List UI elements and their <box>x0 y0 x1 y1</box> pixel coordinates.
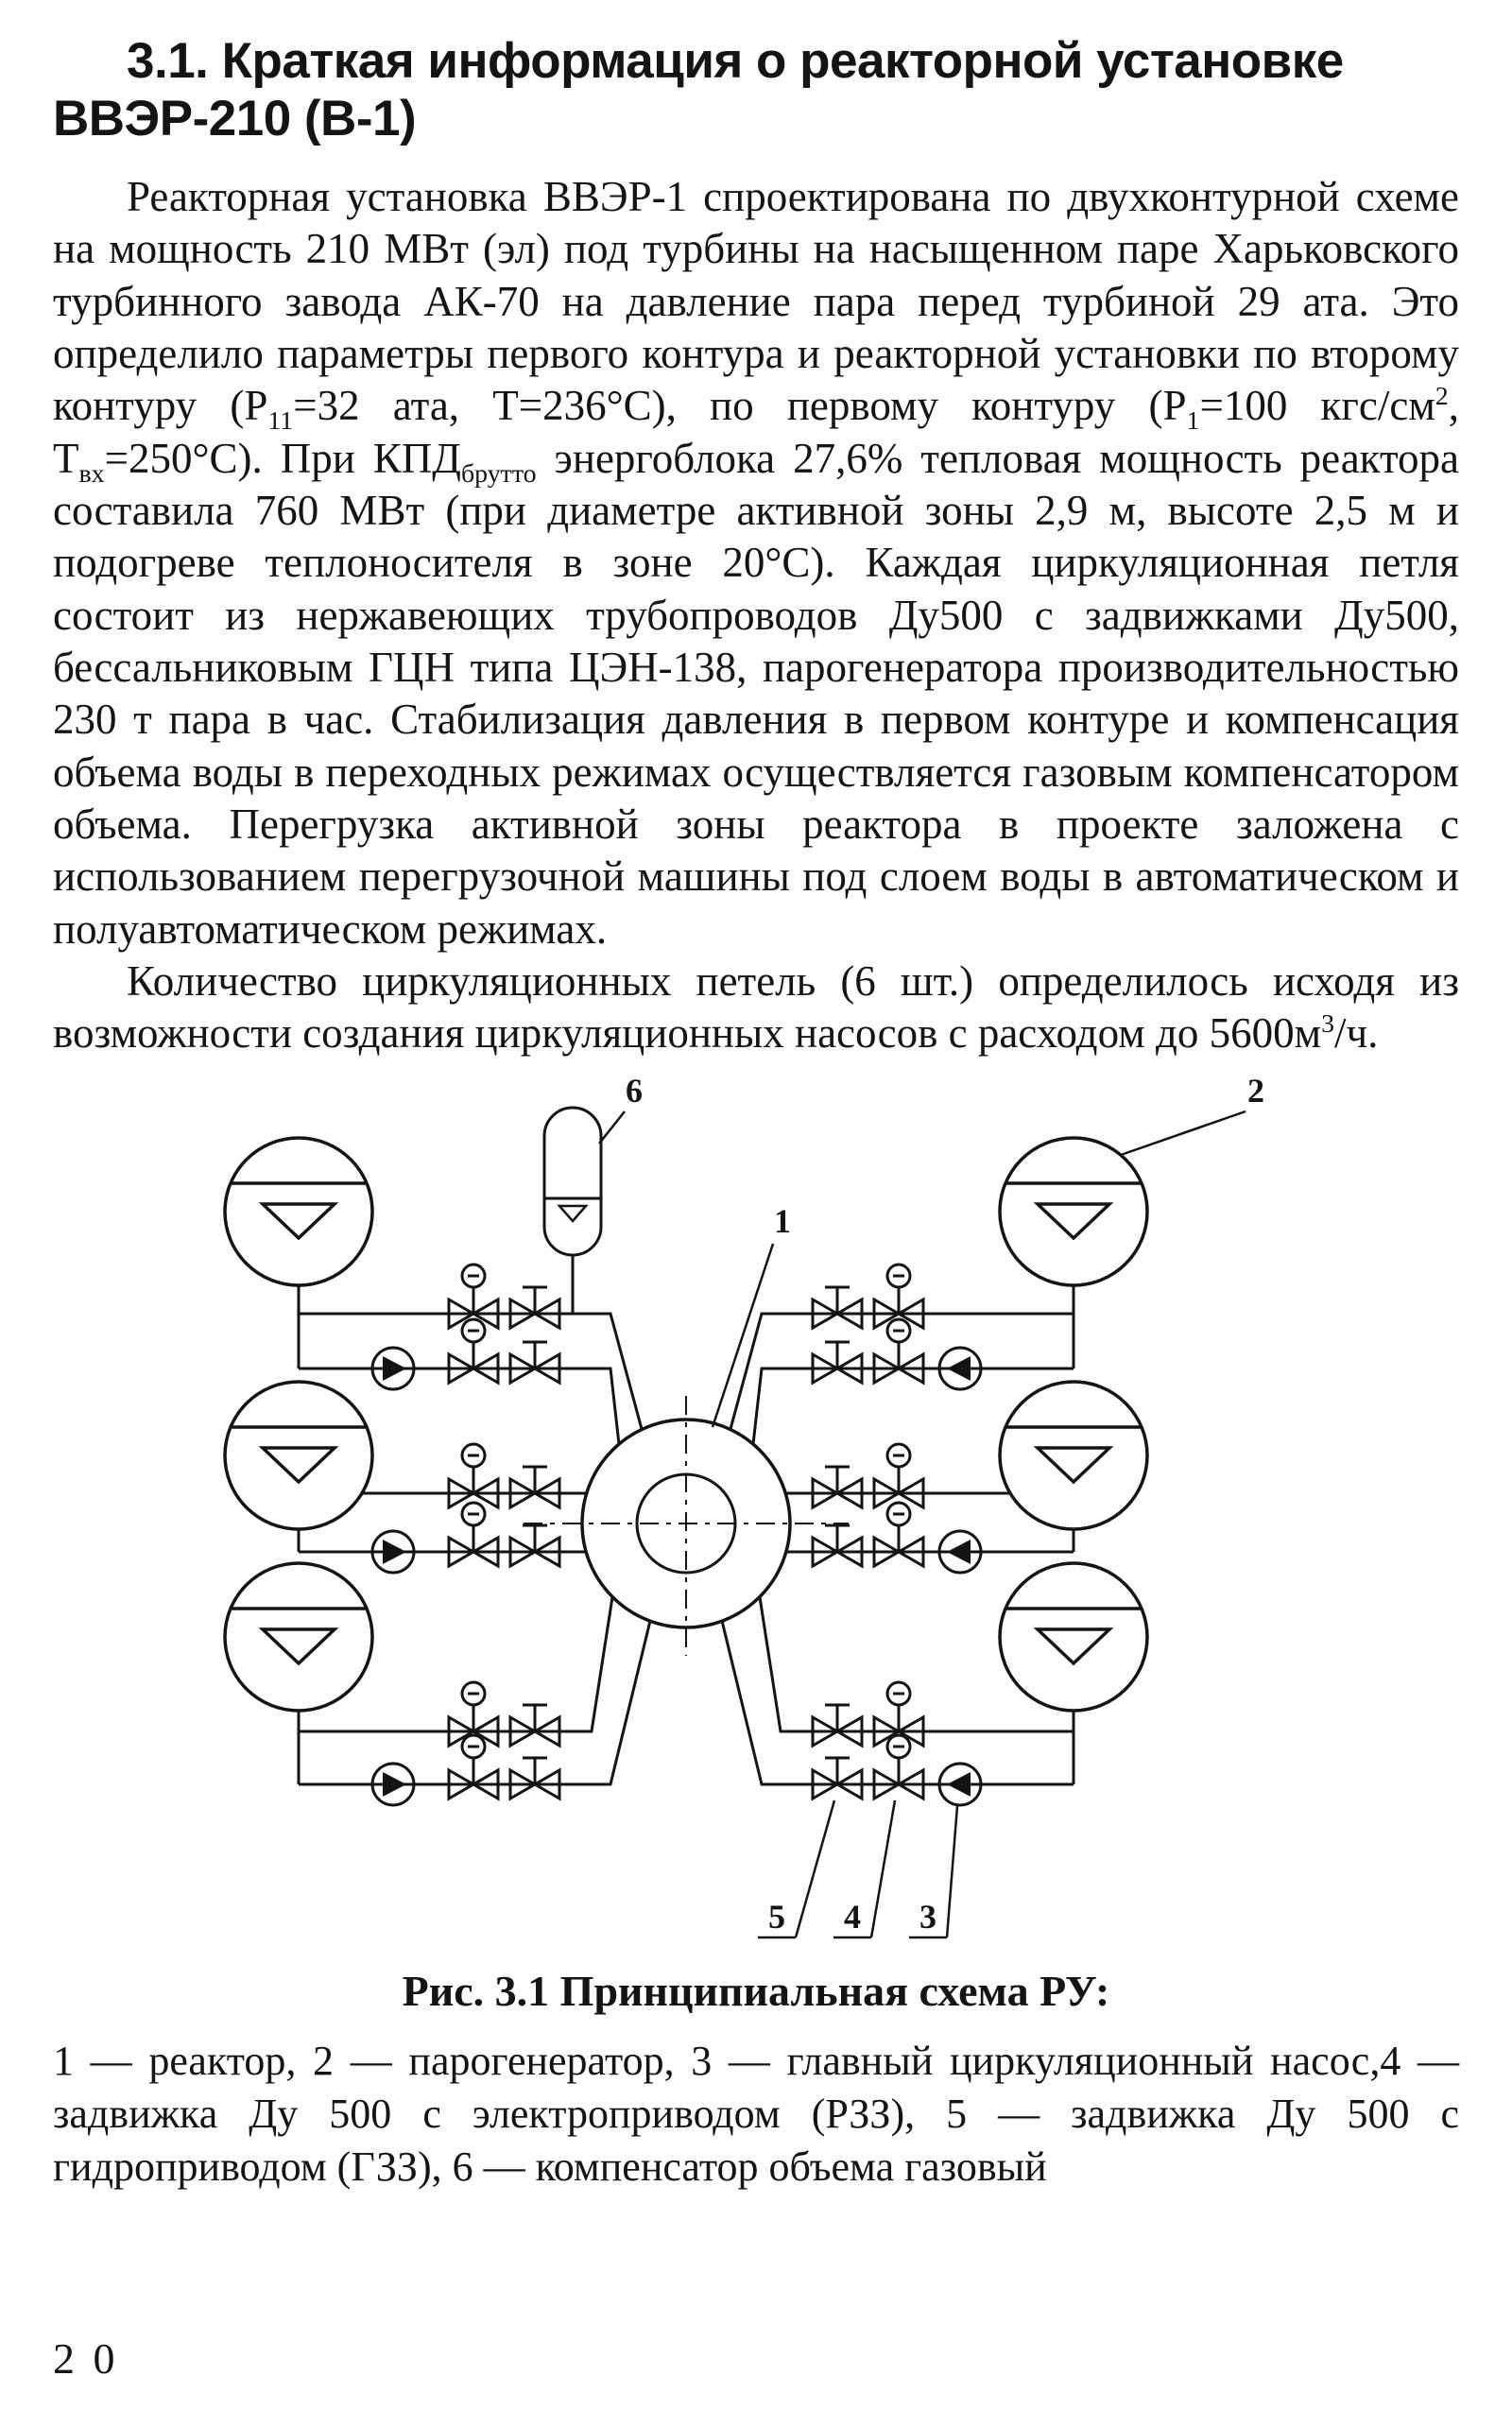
steam-generator-symbol <box>998 1380 1149 1531</box>
steam-generator-symbol <box>998 1561 1149 1713</box>
paragraph-1: Реакторная установка ВВЭР-1 спроектирова… <box>53 172 1459 953</box>
paragraph-2: Количество циркуляционных петель (6 шт.)… <box>53 957 1459 1058</box>
figure-legend: 1 — реактор, 2 — парогенератор, 3 — глав… <box>53 2037 1459 2191</box>
steam-generator-symbol <box>998 1136 1149 1287</box>
valve-hydraulic-icon <box>508 1703 561 1747</box>
valve-hydraulic-icon <box>811 1756 864 1800</box>
callout-valve-hydraulic: 5 <box>768 1898 785 1936</box>
valve-hydraulic-icon <box>508 1523 561 1568</box>
callout-reactor: 1 <box>774 1202 791 1240</box>
valve-hydraulic-icon <box>508 1756 561 1800</box>
valve-electric-icon <box>447 1442 500 1509</box>
figure-3-1: 6 2 1 5 4 3 Рис. 3.1 Принципиальная схем… <box>53 1070 1459 2035</box>
callout-steam-generator: 2 <box>1247 1072 1264 1110</box>
valve-electric-icon <box>447 1317 500 1385</box>
callout-valve-electric: 4 <box>844 1898 861 1936</box>
valve-hydraulic-icon <box>811 1285 864 1330</box>
steam-generator-symbol <box>223 1380 374 1531</box>
ru-schematic-diagram: 6 2 1 5 4 3 <box>223 1072 1264 1939</box>
valve-electric-icon <box>872 1733 925 1800</box>
callout-leader-lines <box>598 1110 1246 1939</box>
figure-caption: Рис. 3.1 Принципиальная схема РУ: <box>402 1966 1110 2015</box>
valve-hydraulic-icon <box>508 1465 561 1509</box>
page-number: 2 0 <box>53 2334 119 2383</box>
compensator-symbol <box>542 1106 603 1257</box>
callout-compensator: 6 <box>626 1072 643 1110</box>
steam-generator-symbol <box>223 1136 374 1287</box>
valve-electric-icon <box>447 1733 500 1800</box>
valve-electric-icon <box>872 1501 925 1568</box>
valve-electric-icon <box>447 1501 500 1568</box>
valve-electric-icon <box>872 1317 925 1385</box>
valve-hydraulic-icon <box>811 1703 864 1747</box>
valve-hydraulic-icon <box>811 1523 864 1568</box>
steam-generator-symbol <box>223 1561 374 1713</box>
callout-pump: 3 <box>919 1898 936 1936</box>
section-heading: 3.1. Краткая информация о реакторной уст… <box>53 33 1344 147</box>
valve-hydraulic-icon <box>811 1340 864 1385</box>
valve-hydraulic-icon <box>508 1340 561 1385</box>
valve-hydraulic-icon <box>811 1465 864 1509</box>
valve-electric-icon <box>872 1442 925 1509</box>
valve-hydraulic-icon <box>508 1285 561 1330</box>
reactor-symbol <box>524 1395 849 1656</box>
